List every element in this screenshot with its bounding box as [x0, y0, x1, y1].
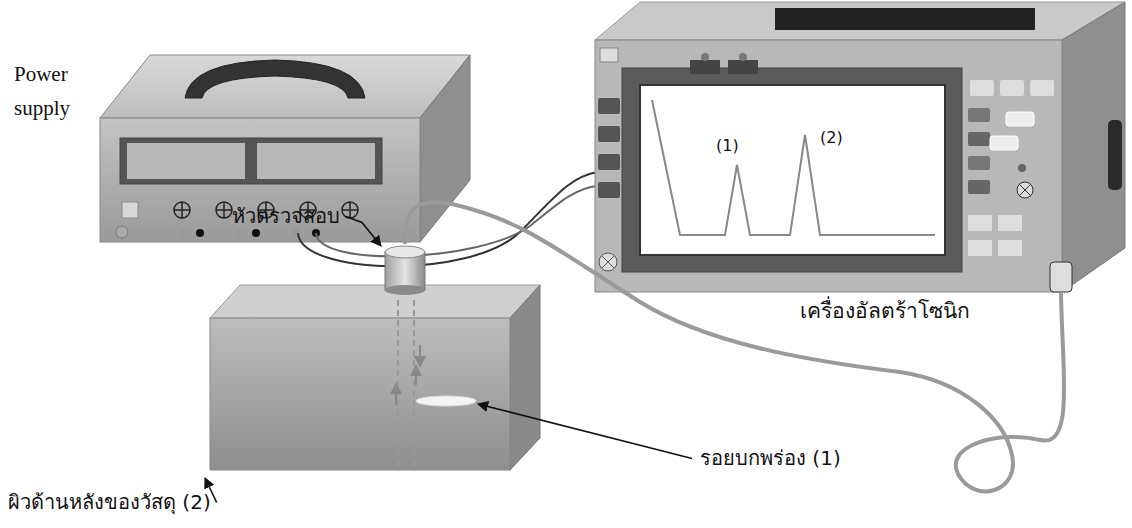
ultrasonic-machine: [595, 2, 1125, 292]
wire: [298, 172, 598, 266]
device-label: Power supply: [14, 58, 92, 125]
power-supply: [100, 55, 470, 242]
part-label: หัวตรวจสอบ: [232, 204, 340, 229]
part-label: ผิวด้านหลังของวัสดุ (2): [8, 490, 211, 515]
part-label: รอยบกพร่อง (1): [700, 446, 841, 471]
echo-number: (1): [716, 136, 739, 156]
device-label: เครื่องอัลตร้าโซนิก: [800, 298, 970, 324]
echo-number: (2): [820, 128, 843, 148]
leader-arrow: [478, 404, 692, 459]
leader-arrow: [346, 217, 381, 247]
wire: [316, 186, 598, 256]
material-block: [210, 246, 540, 470]
